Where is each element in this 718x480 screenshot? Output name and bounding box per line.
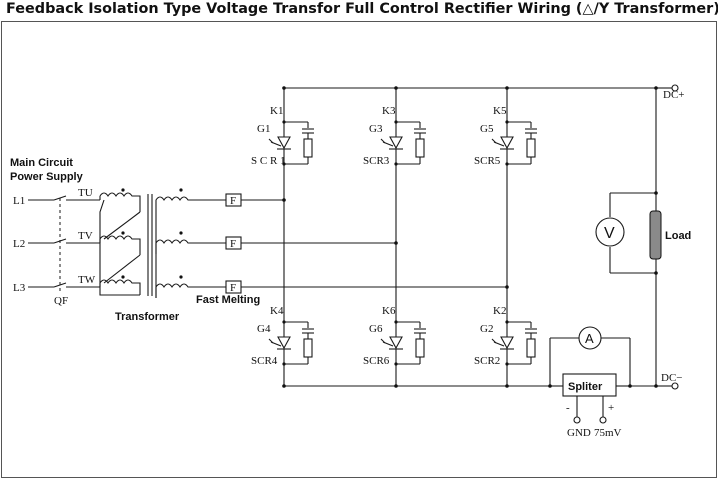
fuse-label-2: F	[230, 238, 236, 250]
phase-label-tw: TW	[78, 274, 96, 286]
dc-plus-label: DC+	[663, 89, 684, 101]
dc-minus-label: DC−	[661, 372, 682, 384]
g-label-top-2: G3	[369, 123, 383, 135]
ammeter-symbol: A	[585, 331, 594, 346]
mv-label: 75mV	[594, 427, 622, 439]
ammeter	[578, 326, 602, 350]
phase-label-tu: TU	[78, 187, 93, 199]
k-label-bottom-3: K2	[493, 305, 506, 317]
scr-label-top-3: SCR5	[474, 155, 501, 167]
fast-melting-label: Fast Melting	[196, 294, 260, 306]
k-label-top-1: K1	[270, 105, 283, 117]
k-label-top-3: K5	[493, 105, 507, 117]
scr-label-bottom-2: SCR6	[363, 355, 390, 367]
voltmeter-symbol: V	[604, 225, 615, 242]
k-label-bottom-1: K4	[270, 305, 284, 317]
g-label-bottom-3: G2	[480, 323, 493, 335]
splitter-plus: +	[608, 402, 614, 414]
gnd-label: GND	[567, 427, 591, 439]
diagram-frame	[1, 21, 717, 478]
qf-label: QF	[54, 295, 68, 307]
main-circuit-label: Main Circuit	[10, 157, 73, 169]
g-label-bottom-1: G4	[257, 323, 271, 335]
voltmeter	[595, 217, 625, 247]
k-label-top-2: K3	[382, 105, 396, 117]
scr-label-bottom-3: SCR2	[474, 355, 500, 367]
power-supply-label: Power Supply	[10, 171, 84, 183]
phase-label-tv: TV	[78, 230, 93, 242]
fuses: F F F	[225, 193, 507, 294]
load-label: Load	[665, 230, 691, 242]
splitter-branch: A	[548, 326, 632, 424]
g-label-top-3: G5	[480, 123, 494, 135]
k-label-bottom-2: K6	[382, 305, 396, 317]
scr-label-top-2: SCR3	[363, 155, 390, 167]
splitter-box	[562, 373, 617, 397]
fuse-label-1: F	[230, 195, 236, 207]
scr-label-top-1: S C R 1	[251, 155, 286, 167]
qf-breaker	[53, 195, 100, 292]
splitter-minus: -	[566, 402, 570, 414]
g-label-bottom-2: G6	[369, 323, 383, 335]
g-label-top-1: G1	[257, 123, 270, 135]
voltmeter-branch: V	[595, 191, 662, 275]
diagram-title: Feedback Isolation Type Voltage Transfor…	[6, 1, 718, 17]
splitter-label: Spliter	[568, 381, 603, 393]
line-label-l1: L1	[13, 195, 25, 207]
load-resistor	[649, 210, 662, 260]
scr-label-bottom-1: SCR4	[251, 355, 278, 367]
fuse-label-3: F	[230, 282, 236, 294]
transformer-label: Transformer	[115, 311, 180, 323]
line-label-l2: L2	[13, 238, 25, 250]
input-lines: L1 L2 L3 QF TU TV TW	[13, 187, 100, 307]
transformer	[99, 188, 226, 298]
line-label-l3: L3	[13, 282, 26, 294]
